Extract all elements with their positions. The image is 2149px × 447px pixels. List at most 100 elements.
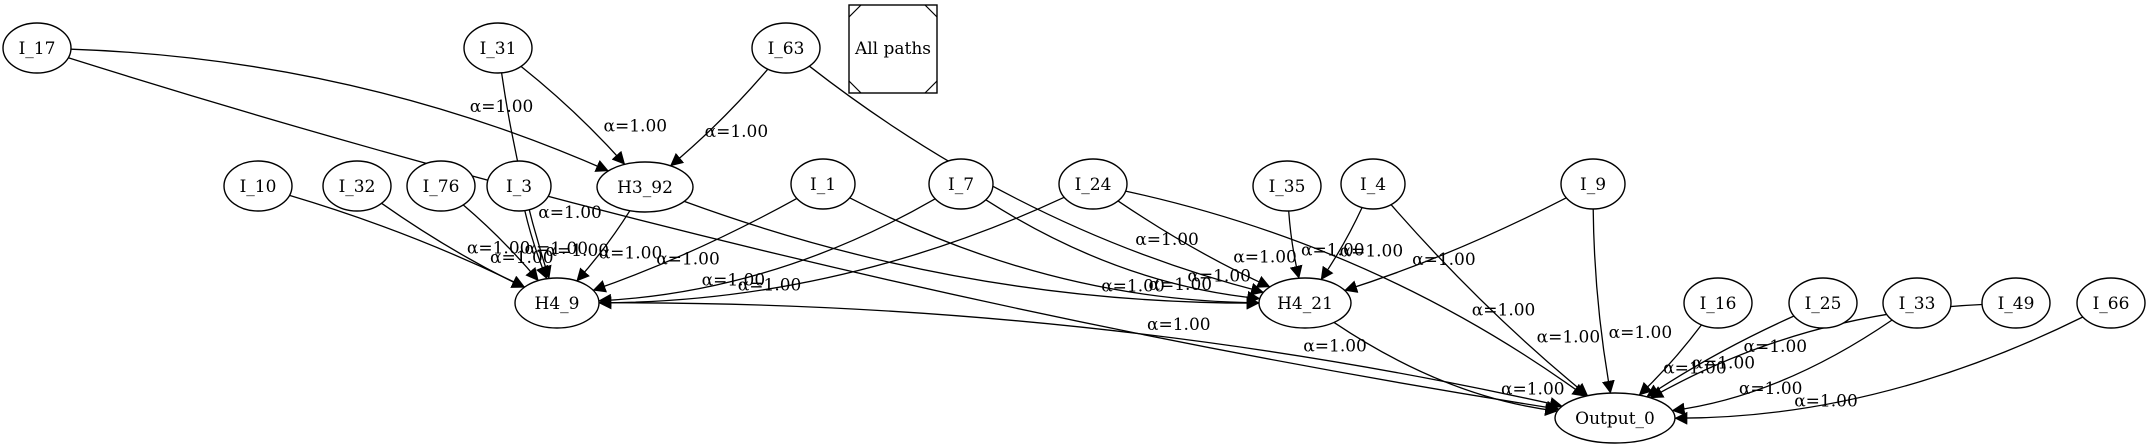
node-I_16: I_16 (1683, 277, 1753, 329)
edge-line (598, 302, 1563, 410)
node-label: I_4 (1360, 175, 1386, 195)
node-label: I_76 (423, 177, 460, 197)
edge-line (985, 199, 1261, 304)
edge-weight-label: α=1.00 (470, 97, 534, 117)
node-ellipse (1683, 277, 1753, 329)
edge-I_4-to-H4_21: α=1.00 (1320, 207, 1404, 281)
node-I_3: I_3 (486, 160, 552, 212)
edge-I_33-to-Output_0: α=1.00 (1671, 319, 1893, 416)
edge-line (1320, 207, 1363, 281)
node-ellipse (1058, 158, 1128, 210)
edge-weight-label: α=1.00 (1101, 277, 1165, 297)
legend-box: All paths (848, 4, 938, 94)
node-I_25: I_25 (1788, 277, 1858, 329)
node-ellipse (223, 160, 293, 212)
node-ellipse (751, 22, 821, 74)
node-ellipse (463, 22, 533, 74)
node-I_1: I_1 (790, 158, 856, 210)
edge-I_1-to-H4_9: α=1.00 (592, 197, 798, 293)
node-ellipse (790, 158, 856, 210)
node-I_4: I_4 (1340, 158, 1406, 210)
edge-I_31-to-H3_92: α=1.00 (520, 65, 667, 165)
node-I_35: I_35 (1252, 160, 1322, 212)
edge-I_4-to-Output_0: α=1.00 (1390, 204, 1600, 397)
edge-line (592, 197, 798, 293)
node-ellipse (1258, 277, 1352, 329)
edge-line (1344, 197, 1567, 293)
node-H4_21: H4_21 (1258, 277, 1352, 329)
edge-weight-label: α=1.00 (1135, 230, 1199, 250)
edge-line (1117, 200, 1271, 288)
node-I_63: I_63 (751, 22, 821, 74)
edge-I_16-to-Output_0: α=1.00 (1638, 324, 1727, 396)
edge-weight-label: α=1.00 (1744, 337, 1808, 357)
node-label: I_32 (339, 177, 376, 197)
edge-weight-label: α=1.00 (1303, 337, 1367, 357)
edge-I_17-to-Output_0: α=1.00 (68, 57, 1560, 414)
edge-weight-label: α=1.00 (490, 248, 554, 268)
node-H3_92: H3_92 (596, 161, 694, 213)
edge-weight-label: α=1.00 (1340, 242, 1404, 262)
node-I_17: I_17 (2, 22, 72, 74)
edge-I_76-to-H4_9: α=1.00 (462, 204, 589, 282)
node-ellipse (1788, 277, 1858, 329)
edge-weight-label: α=1.00 (1609, 323, 1673, 343)
edge-weight-label: α=1.00 (1663, 358, 1727, 378)
edge-I_3-to-H4_9: α=1.00 (524, 210, 610, 280)
edge-line (849, 197, 1260, 310)
edge-line (1288, 210, 1303, 279)
node-I_76: I_76 (406, 160, 476, 212)
edge-weight-label: α=1.00 (1187, 266, 1251, 286)
edge-I_7-to-H4_21: α=1.00 (985, 199, 1261, 304)
edge-I_24-to-H4_21: α=1.00 (1117, 200, 1297, 288)
edge-I_66-to-Output_0: α=1.00 (1674, 316, 2084, 425)
edge-weight-label: α=1.00 (525, 239, 589, 259)
edge-weight-label: α=1.00 (546, 241, 610, 261)
node-ellipse (514, 277, 600, 329)
node-I_31: I_31 (463, 22, 533, 74)
edge-H3_92-to-H4_21: α=1.00 (684, 200, 1260, 310)
edge-weight-label: α=1.00 (1794, 392, 1858, 412)
node-ellipse (1981, 277, 2051, 329)
edge-H4_9-to-Output_0: α=1.00 (598, 302, 1563, 410)
node-label: I_17 (19, 39, 56, 59)
edge-weight-label: α=1.00 (1233, 247, 1297, 267)
node-label: I_33 (1899, 294, 1936, 314)
node-label: I_9 (1580, 175, 1606, 195)
node-label: I_49 (1998, 294, 2035, 314)
edge-line (381, 202, 525, 288)
edge-line (524, 210, 549, 280)
edge-line (684, 200, 1260, 310)
node-ellipse (1882, 277, 1952, 329)
edge-weight-label: α=1.00 (1147, 315, 1211, 335)
edge-I_17-to-H3_92: α=1.00 (70, 48, 609, 172)
node-I_9: I_9 (1560, 158, 1626, 210)
node-I_49: I_49 (1981, 277, 2051, 329)
node-ellipse (596, 161, 694, 213)
edge-line (68, 57, 1560, 414)
edge-line (70, 48, 609, 172)
node-ellipse (2, 22, 72, 74)
node-ellipse (486, 160, 552, 212)
node-H4_9: H4_9 (514, 277, 600, 329)
edge-weight-label: α=1.00 (1501, 380, 1565, 400)
node-I_7: I_7 (928, 158, 994, 210)
edge-line (1390, 204, 1589, 397)
node-ellipse (322, 160, 392, 212)
node-label: I_31 (480, 39, 517, 59)
edge-I_63-to-H3_92: α=1.00 (670, 68, 769, 167)
node-label: I_3 (506, 177, 532, 197)
edge-line (1333, 321, 1559, 417)
node-ellipse (406, 160, 476, 212)
node-I_32: I_32 (322, 160, 392, 212)
node-Output_0: Output_0 (1554, 392, 1676, 444)
node-label: I_66 (2093, 294, 2130, 314)
edge-I_24-to-H4_9: α=1.00 (598, 196, 1065, 310)
node-label: I_16 (1700, 294, 1737, 314)
edge-I_63-to-H4_21: α=1.00 (809, 65, 1265, 296)
node-I_10: I_10 (223, 160, 293, 212)
edge-weight-label: α=1.00 (1301, 241, 1365, 261)
node-label: I_25 (1805, 294, 1842, 314)
node-ellipse (1560, 158, 1626, 210)
edge-line (598, 198, 936, 307)
